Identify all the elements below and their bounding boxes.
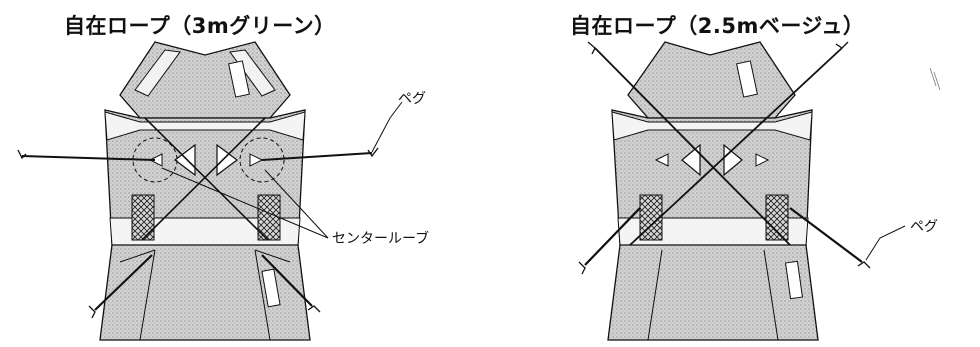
left-center-loop-leader-1 [161, 167, 329, 239]
right-guy-rope-cross-1 [594, 47, 791, 246]
left-guy-rope-bottom-right [261, 254, 313, 307]
right-window-right [765, 194, 789, 241]
panel-left-title: 自在ロープ（3mグリーン） [64, 14, 336, 38]
left-center-loop-leader-2 [264, 169, 329, 239]
right-window-left [639, 194, 663, 241]
left-peg-leader [371, 101, 403, 153]
left-guy-rope-cross-1 [144, 117, 269, 241]
left-center-loop-marker-right [239, 137, 285, 183]
left-window-left [131, 194, 155, 241]
left-tent [17, 41, 403, 341]
left-peg-label: ペグ [398, 91, 426, 107]
left-guy-rope-right [261, 152, 373, 161]
panel-right-title: 自在ロープ（2.5mベージュ） [570, 14, 865, 38]
left-guy-rope-bottom-left [94, 254, 153, 311]
right-guy-rope-bottom-right [789, 207, 863, 263]
right-guy-rope-bottom-left [584, 207, 641, 266]
right-tent-skirt [607, 244, 819, 341]
left-center-loop-label: センタールーブ [332, 231, 430, 247]
right-peg-leader [865, 225, 906, 261]
left-brand-badge-top [228, 60, 250, 98]
right-tent [578, 41, 941, 341]
left-tent-skirt [99, 244, 311, 341]
left-center-loop-marker-left [132, 137, 178, 183]
right-peg-label: ペグ [910, 219, 938, 235]
left-guy-rope-cross-2 [141, 117, 266, 241]
left-guy-rope-left [21, 155, 156, 161]
right-guy-rope-cross-2 [629, 47, 843, 246]
